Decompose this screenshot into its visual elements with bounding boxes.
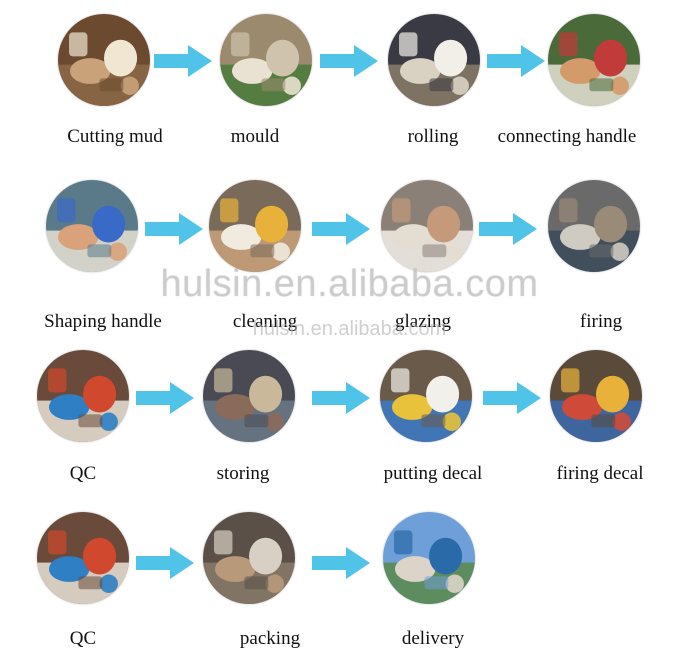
step-photo: [203, 350, 295, 442]
step-label: rolling: [407, 126, 459, 147]
flow-arrow-icon: [136, 381, 194, 415]
step-photo: [58, 14, 150, 106]
step-label: putting decal: [383, 463, 483, 484]
flow-arrow-icon: [312, 381, 370, 415]
step-photo: [380, 350, 472, 442]
step-label: Shaping handle: [44, 311, 162, 332]
step-photo: [220, 14, 312, 106]
step-label: firing: [579, 311, 623, 332]
step-photo: [37, 350, 129, 442]
step-photo: [209, 180, 301, 272]
step-photo: [383, 512, 475, 604]
flow-arrow-icon: [479, 212, 537, 246]
step-label: Cutting mud: [67, 126, 163, 147]
step-photo: [46, 180, 138, 272]
step-label: glazing: [395, 311, 451, 332]
step-photo: [203, 512, 295, 604]
step-label: packing: [239, 628, 301, 649]
step-photo: [388, 14, 480, 106]
step-label: cleaning: [232, 311, 298, 332]
flow-arrow-icon: [136, 546, 194, 580]
step-label: storing: [216, 463, 270, 484]
step-label: mould: [230, 126, 280, 147]
flow-arrow-icon: [487, 44, 545, 78]
step-photo: [381, 180, 473, 272]
step-label: delivery: [401, 628, 465, 649]
flow-arrow-icon: [145, 212, 203, 246]
step-label: connecting handle: [497, 126, 637, 147]
flow-arrow-icon: [483, 381, 541, 415]
step-photo: [37, 512, 129, 604]
flow-arrow-icon: [312, 212, 370, 246]
step-label: QC: [69, 628, 97, 649]
step-label: firing decal: [556, 463, 644, 484]
flow-arrow-icon: [154, 44, 212, 78]
flow-arrow-icon: [312, 546, 370, 580]
step-photo: [550, 350, 642, 442]
step-photo: [548, 180, 640, 272]
step-label: QC: [69, 463, 97, 484]
step-photo: [548, 14, 640, 106]
flow-arrow-icon: [320, 44, 378, 78]
